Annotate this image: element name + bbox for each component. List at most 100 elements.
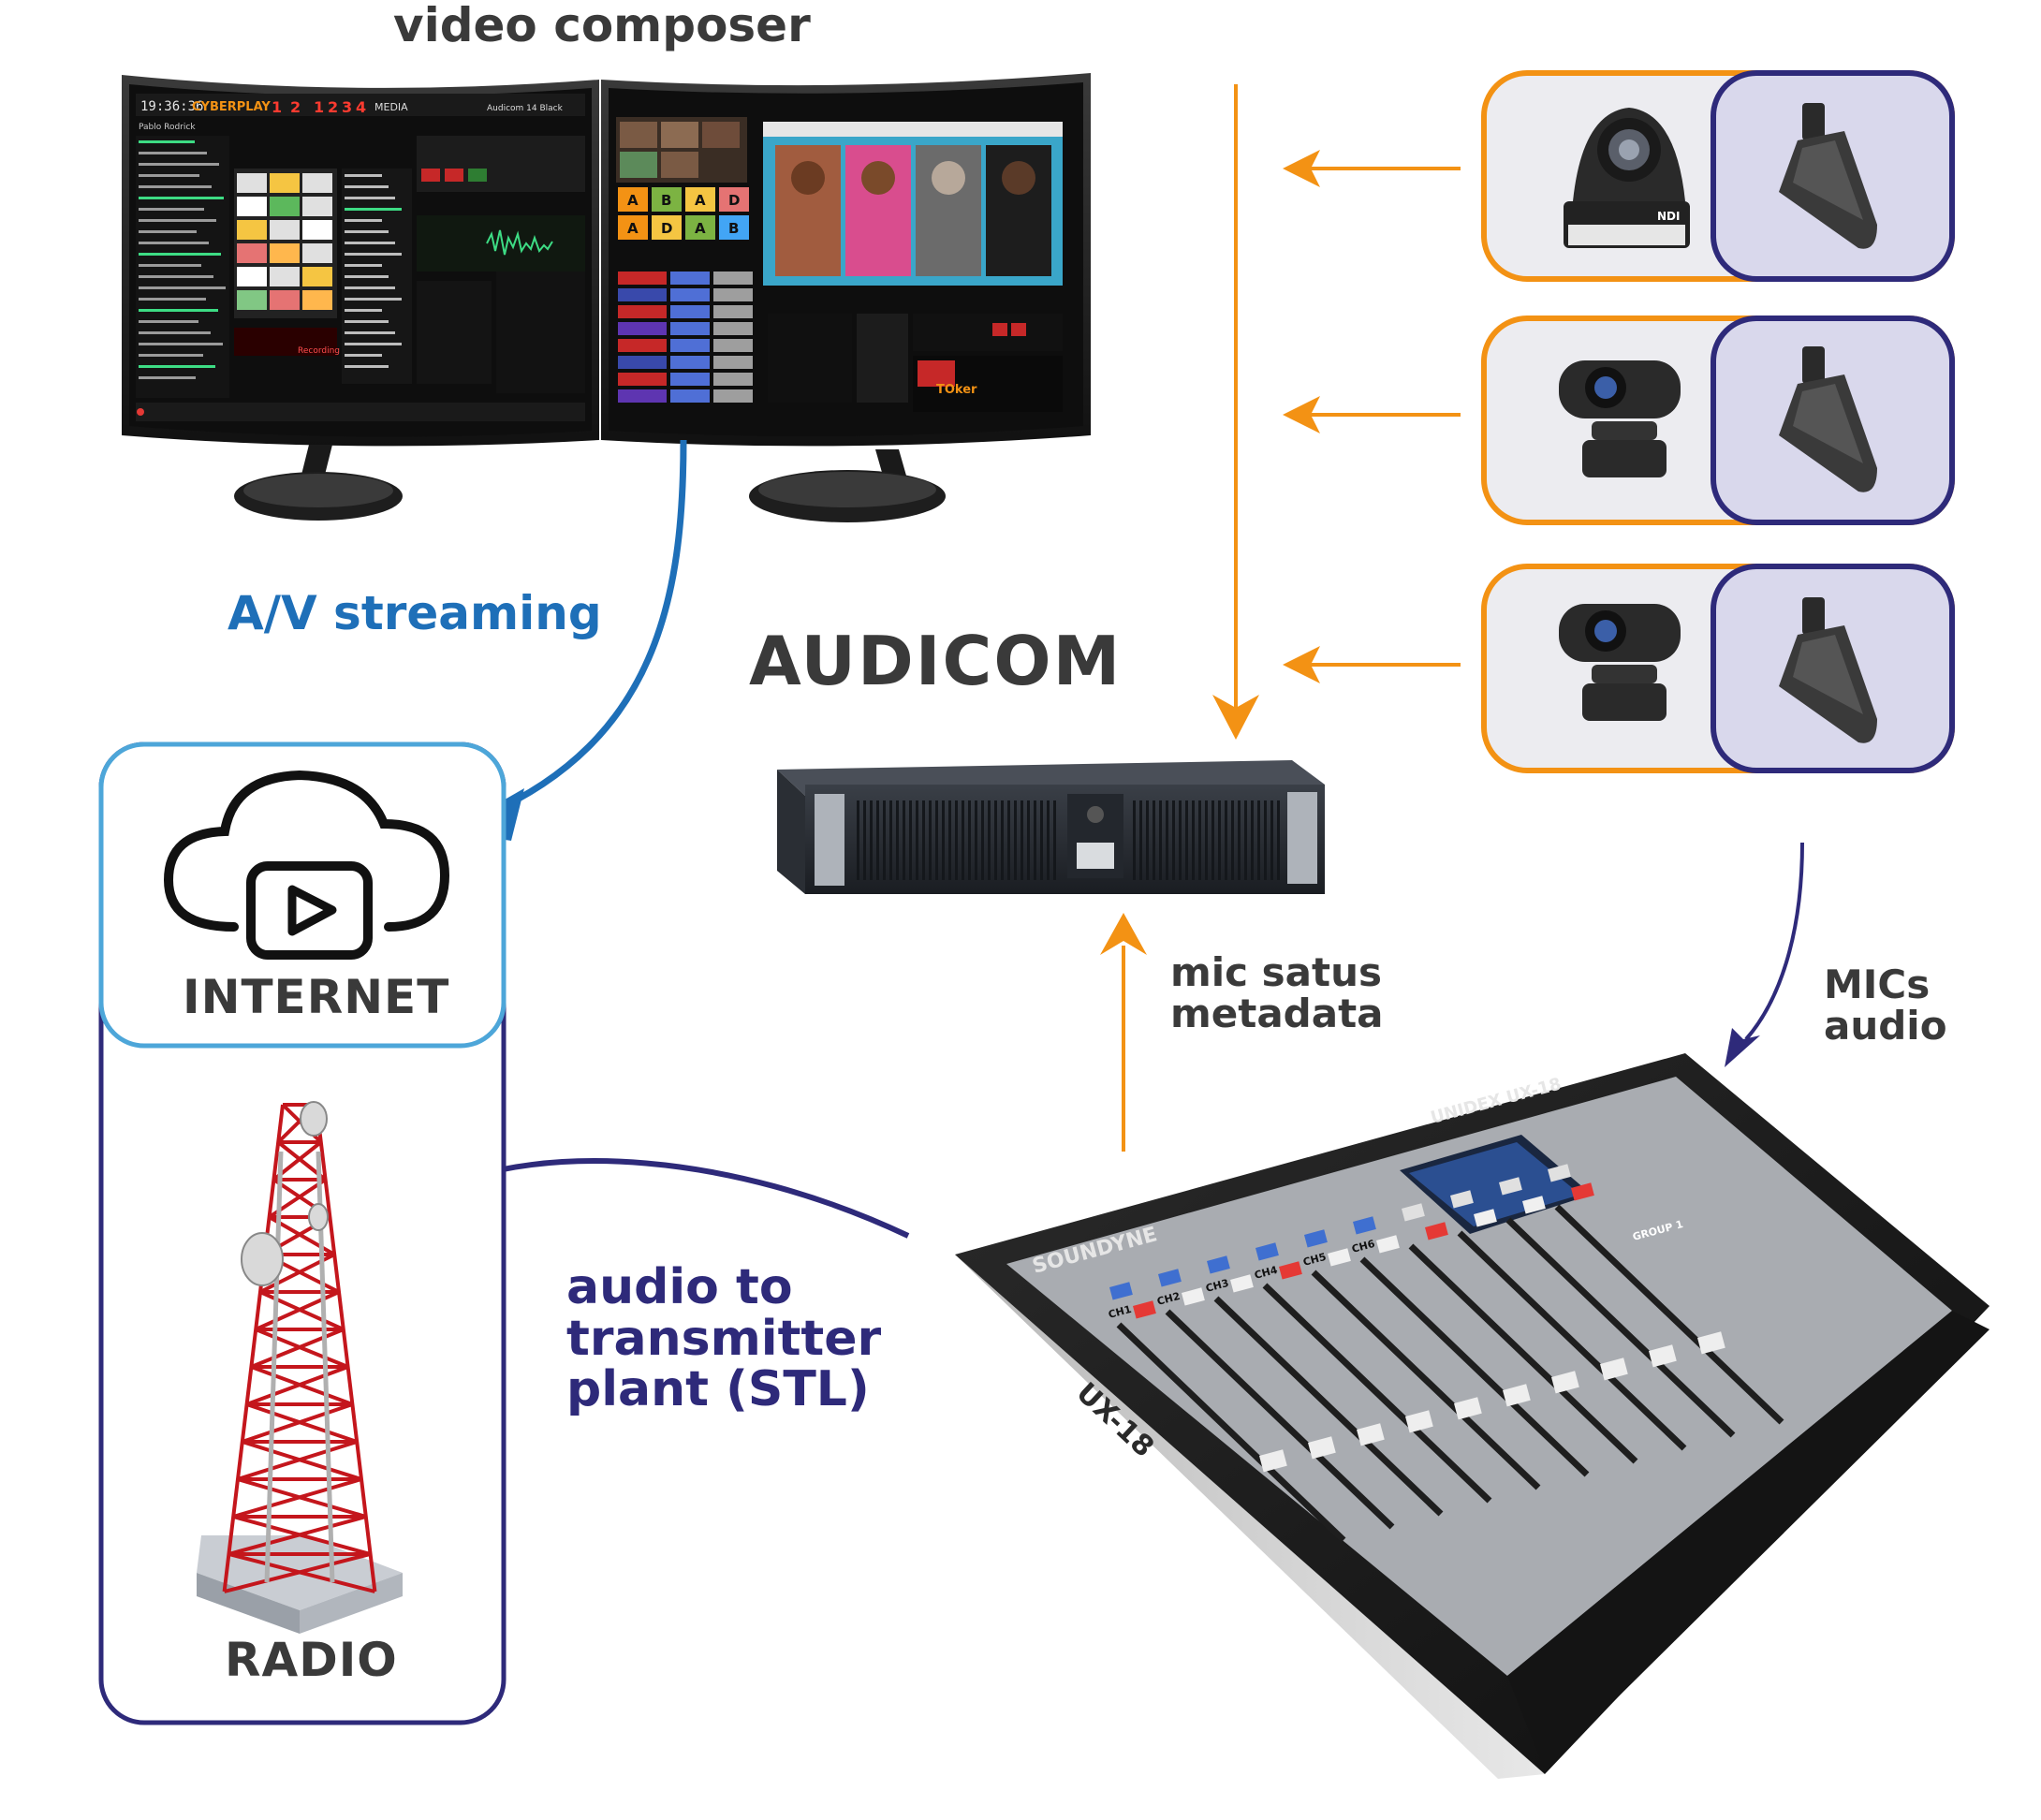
- vent-slot: [1225, 800, 1227, 880]
- vent-slot: [1001, 800, 1004, 880]
- playlist-row: [139, 376, 196, 379]
- channel-button: [1424, 1222, 1448, 1240]
- audicom-rack-server: [777, 760, 1325, 894]
- internet-label: INTERNET: [183, 970, 450, 1024]
- cart-button: [270, 220, 300, 240]
- list-row: [345, 253, 402, 256]
- left-screen-banner: Audicom 14 Black: [487, 104, 564, 113]
- vent-slot: [1185, 800, 1188, 880]
- playlist-row: [139, 208, 204, 211]
- left-screen-deck-b: 2: [290, 98, 301, 116]
- list-row: [345, 219, 382, 222]
- vent-slot: [1007, 800, 1010, 880]
- vent-slot: [1192, 800, 1195, 880]
- list-row: [345, 208, 402, 211]
- scene-letter: A: [695, 220, 706, 237]
- command-button: [713, 339, 753, 352]
- playlist-row: [139, 264, 201, 267]
- scene-letter-tile: [719, 215, 749, 240]
- mics-audio-arrow: [1744, 842, 1804, 1041]
- vent-slot: [1014, 800, 1017, 880]
- command-button: [618, 322, 667, 335]
- fader-knob: [1697, 1331, 1725, 1355]
- left-screen-user: Pablo Rodrick: [139, 123, 196, 132]
- channel-button: [1570, 1182, 1594, 1201]
- microphone-icon: [1779, 346, 1877, 492]
- vent-slot: [870, 800, 873, 880]
- fader-track: [1505, 1217, 1736, 1438]
- left-screen-logo: CYBERPLAY: [192, 100, 271, 114]
- playlist-row: [139, 331, 211, 334]
- vent-slot: [948, 800, 951, 880]
- fader-track: [1311, 1270, 1541, 1490]
- channel-label: CH1: [1107, 1303, 1132, 1321]
- channel-button: [1255, 1242, 1279, 1261]
- av-streaming-label: A/V streaming: [228, 586, 602, 640]
- left-screen-deck-f: 4: [356, 98, 366, 116]
- playlist-row: [139, 343, 223, 345]
- scene-letter: B: [661, 192, 671, 209]
- cart-button: [237, 290, 267, 310]
- fader-track: [1262, 1283, 1492, 1504]
- command-button: [713, 272, 753, 285]
- left-screen-deck-c: 1: [314, 98, 324, 116]
- channel-button: [1279, 1261, 1302, 1280]
- list-row: [345, 309, 382, 312]
- playlist-row: [139, 253, 221, 256]
- command-button: [713, 389, 753, 403]
- vent-slot: [1053, 800, 1056, 880]
- webcam-icon: [1559, 604, 1681, 721]
- vent-slot: [916, 800, 918, 880]
- scene-letter: B: [728, 220, 739, 237]
- list-row: [345, 264, 382, 267]
- list-row: [345, 242, 395, 244]
- channel-button: [1181, 1287, 1205, 1306]
- cart-button: [302, 267, 332, 286]
- channel-label: CH5: [1301, 1251, 1327, 1269]
- left-screen-deck-a: 1: [272, 98, 282, 116]
- scene-letter: D: [661, 220, 672, 237]
- vent-slot: [1244, 800, 1247, 880]
- cart-grid: [237, 173, 332, 310]
- scene-letter-tile: [719, 187, 749, 212]
- vent-slot: [1139, 800, 1142, 880]
- vent-slot: [935, 800, 938, 880]
- command-button: [618, 272, 667, 285]
- playlist-row: [139, 275, 213, 278]
- mics-audio-label: MICs audio: [1824, 961, 1947, 1049]
- scene-letter-tile: [652, 187, 682, 212]
- list-row: [345, 298, 402, 301]
- fader-knob: [1649, 1344, 1677, 1368]
- vent-slot: [1040, 800, 1043, 880]
- fader-track: [1457, 1230, 1687, 1451]
- vent-slot: [909, 800, 912, 880]
- vent-slot: [889, 800, 892, 880]
- cart-button: [302, 197, 332, 216]
- right-screen-logo: TOker: [936, 383, 977, 397]
- fader-track: [1408, 1243, 1638, 1464]
- vent-slot: [1159, 800, 1162, 880]
- channel-button: [1522, 1196, 1546, 1214]
- list-row: [345, 174, 382, 177]
- left-playlist: [139, 140, 226, 379]
- vent-slot: [1211, 800, 1214, 880]
- list-row: [345, 354, 382, 357]
- diagram-title: video composer: [393, 0, 811, 52]
- cart-button: [237, 220, 267, 240]
- console-fader-strips: [1109, 1164, 1784, 1543]
- vent-slot: [1179, 800, 1182, 880]
- vent-slot: [942, 800, 945, 880]
- dual-monitor-video-composer: 19:36:36 CYBERPLAY 1 2 1 2 3 4 MEDIA Aud…: [122, 73, 1091, 522]
- vent-slot: [929, 800, 932, 880]
- channel-button: [1328, 1248, 1351, 1267]
- channel-label: CH2: [1155, 1290, 1181, 1308]
- cart-button: [270, 173, 300, 193]
- vent-slot: [988, 800, 991, 880]
- fader-track: [1359, 1256, 1590, 1477]
- vent-slot: [1172, 800, 1175, 880]
- channel-button: [1109, 1282, 1133, 1300]
- scene-letter-tile: [685, 215, 715, 240]
- cart-button: [270, 267, 300, 286]
